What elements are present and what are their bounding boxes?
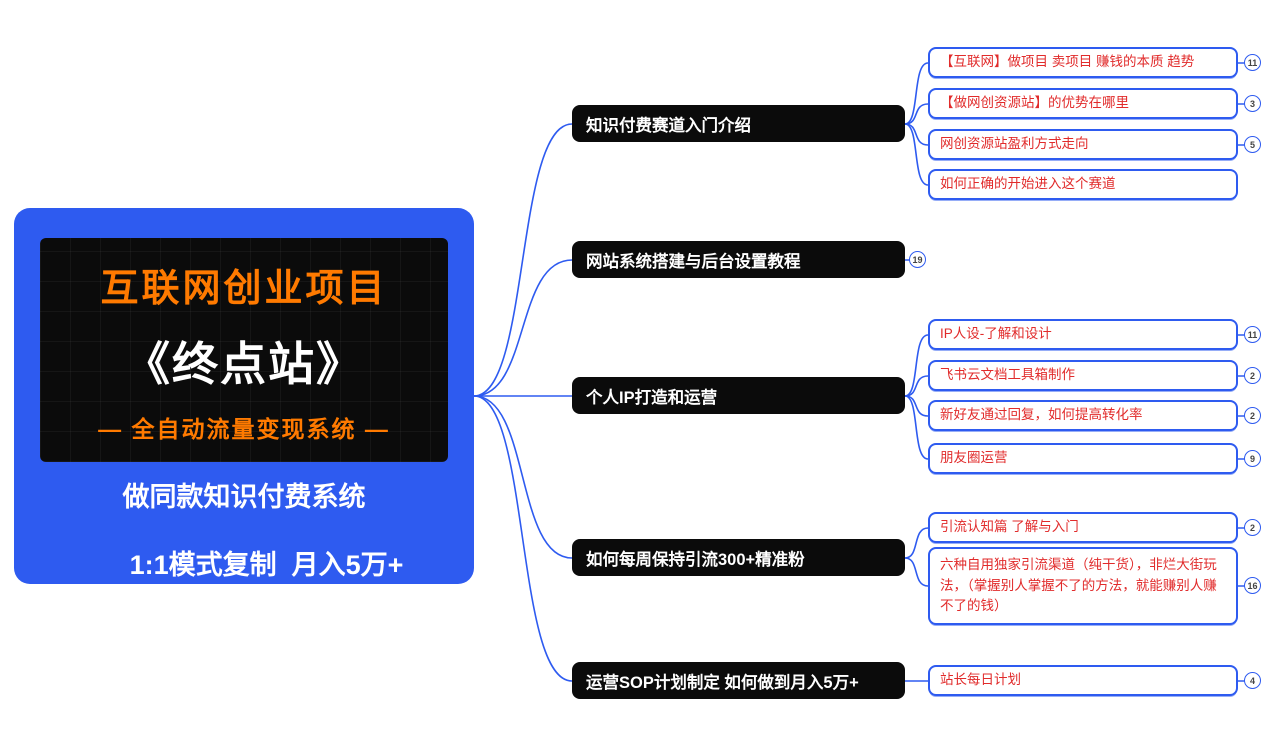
child-label: 引流认知篇 了解与入门 (940, 519, 1079, 535)
child-node[interactable]: 新好友通过回复，如何提高转化率 (928, 400, 1238, 431)
count-badge[interactable]: 11 (1244, 326, 1261, 343)
count-badge[interactable]: 4 (1244, 672, 1261, 689)
child-node[interactable]: 【互联网】做项目 卖项目 赚钱的本质 趋势 (928, 47, 1238, 78)
branch-node[interactable]: 知识付费赛道入门介绍 (572, 105, 905, 142)
count-badge[interactable]: 11 (1244, 54, 1261, 71)
child-node[interactable]: 引流认知篇 了解与入门 (928, 512, 1238, 543)
child-node[interactable]: 六种自用独家引流渠道（纯干货），非烂大街玩法，（掌握别人掌握不了的方法，就能赚别… (928, 547, 1238, 625)
count-badge[interactable]: 9 (1244, 450, 1261, 467)
child-node[interactable]: 如何正确的开始进入这个赛道 (928, 169, 1238, 200)
child-node[interactable]: 飞书云文档工具箱制作 (928, 360, 1238, 391)
root-card-title: 互联网创业项目 (100, 267, 388, 310)
child-node[interactable]: 【做网创资源站】的优势在哪里 (928, 88, 1238, 119)
branch-label: 如何每周保持引流300+精准粉 (586, 550, 805, 569)
branch-label: 个人IP打造和运营 (586, 388, 718, 407)
branch-node[interactable]: 如何每周保持引流300+精准粉 (572, 539, 905, 576)
branch-node[interactable]: 网站系统搭建与后台设置教程 (572, 241, 905, 278)
count-badge[interactable]: 3 (1244, 95, 1261, 112)
child-node[interactable]: 站长每日计划 (928, 665, 1238, 696)
branch-node[interactable]: 运营SOP计划制定 如何做到月入5万+ (572, 662, 905, 699)
child-label: IP人设-了解和设计 (940, 326, 1052, 342)
count-badge[interactable]: 5 (1244, 136, 1261, 153)
root-subtitle: 做同款知识付费系统 1:1模式复制 月入5万+ (14, 480, 474, 616)
child-label: 六种自用独家引流渠道（纯干货），非烂大街玩法，（掌握别人掌握不了的方法，就能赚别… (940, 556, 1217, 614)
child-label: 【做网创资源站】的优势在哪里 (940, 95, 1129, 111)
count-badge[interactable]: 2 (1244, 407, 1261, 424)
branch-label: 知识付费赛道入门介绍 (586, 116, 751, 135)
child-node[interactable]: IP人设-了解和设计 (928, 319, 1238, 350)
child-label: 飞书云文档工具箱制作 (940, 367, 1075, 383)
branch-node[interactable]: 个人IP打造和运营 (572, 377, 905, 414)
branch-label: 运营SOP计划制定 如何做到月入5万+ (586, 673, 859, 692)
child-node[interactable]: 朋友圈运营 (928, 443, 1238, 474)
root-subtitle-line1: 做同款知识付费系统 (122, 482, 366, 512)
child-label: 网创资源站盈利方式走向 (940, 136, 1089, 152)
count-badge[interactable]: 16 (1244, 577, 1261, 594)
root-topic[interactable]: 互联网创业项目 《终点站》 — 全自动流量变现系统 — 做同款知识付费系统 1:… (14, 208, 474, 584)
count-badge[interactable]: 2 (1244, 519, 1261, 536)
root-card: 互联网创业项目 《终点站》 — 全自动流量变现系统 — (40, 238, 448, 462)
child-label: 如何正确的开始进入这个赛道 (940, 176, 1116, 192)
child-label: 站长每日计划 (940, 672, 1021, 688)
child-node[interactable]: 网创资源站盈利方式走向 (928, 129, 1238, 160)
root-subtitle-line2: 1:1模式复制 月入5万+ (129, 550, 404, 580)
child-label: 朋友圈运营 (940, 450, 1008, 466)
branch-label: 网站系统搭建与后台设置教程 (586, 252, 801, 271)
child-label: 新好友通过回复，如何提高转化率 (940, 407, 1143, 423)
count-badge[interactable]: 2 (1244, 367, 1261, 384)
count-badge[interactable]: 19 (909, 251, 926, 268)
root-card-tagline: — 全自动流量变现系统 — (98, 415, 390, 442)
child-label: 【互联网】做项目 卖项目 赚钱的本质 趋势 (940, 54, 1195, 70)
root-card-name: 《终点站》 (124, 338, 364, 390)
